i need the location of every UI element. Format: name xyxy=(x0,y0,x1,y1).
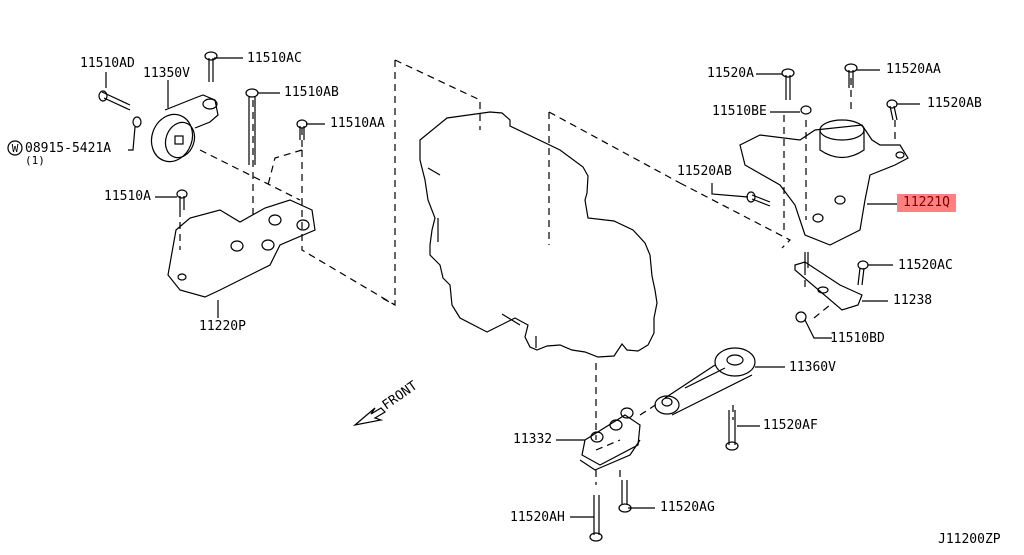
part-label-11520AA[interactable]: 11520AA xyxy=(886,62,941,77)
washer-icon xyxy=(132,116,142,128)
bolt-11520AF-icon xyxy=(728,410,736,445)
part-label-11510AD[interactable]: 11510AD xyxy=(80,56,135,71)
dashed-guide-lines xyxy=(179,59,896,485)
washer-symbol-letter: W xyxy=(12,142,19,155)
washer-symbol-icon xyxy=(7,140,23,156)
part-label-11238[interactable]: 11238 xyxy=(893,293,933,308)
part-label-11332[interactable]: 11332 xyxy=(513,432,553,447)
part-label-11221Q-highlighted[interactable]: 11221Q xyxy=(897,194,956,212)
part-label-11510AC[interactable]: 11510AC xyxy=(247,51,302,66)
part-label-11360V[interactable]: 11360V xyxy=(789,360,836,375)
part-label-11520AB-top[interactable]: 11520AB xyxy=(927,96,982,111)
part-label-11520AG[interactable]: 11520AG xyxy=(660,500,715,515)
engine-mount-11220P xyxy=(167,199,316,298)
front-direction-label: FRONT xyxy=(380,378,421,413)
part-label-11510BD[interactable]: 11510BD xyxy=(830,331,885,346)
part-label-11520AC[interactable]: 11520AC xyxy=(898,258,953,273)
torque-rod-11360V xyxy=(654,347,756,416)
part-label-11510BE[interactable]: 11510BE xyxy=(712,104,767,119)
part-label-11510A[interactable]: 11510A xyxy=(104,189,151,204)
engine-mount-11221Q xyxy=(739,119,909,246)
bolt-11510AC-icon xyxy=(208,58,214,82)
part-label-11520A[interactable]: 11520A xyxy=(707,66,754,81)
bracket-11238 xyxy=(794,252,863,311)
bolt-11510A-icon xyxy=(179,196,185,210)
engine-block-outline xyxy=(419,111,658,358)
part-label-11510AA[interactable]: 11510AA xyxy=(330,116,385,131)
mount-bracket-11350V xyxy=(150,94,219,163)
leader-lines xyxy=(105,57,920,518)
bolt-11520A-icon xyxy=(785,75,791,100)
part-label-11220P[interactable]: 11220P xyxy=(199,319,246,334)
part-label-08915-5421A[interactable]: 08915-5421A xyxy=(25,141,112,156)
bolt-11520AH-icon xyxy=(593,495,600,535)
bolt-11510AB-icon xyxy=(248,96,256,165)
front-arrow-icon xyxy=(352,407,386,427)
engine-detail xyxy=(427,167,441,176)
diagram-id: J11200ZP xyxy=(938,532,1001,547)
part-label-11350V[interactable]: 11350V xyxy=(143,66,190,81)
part-label-11520AB-left[interactable]: 11520AB xyxy=(677,164,732,179)
part-label-11520AH[interactable]: 11520AH xyxy=(510,510,565,525)
bracket-11332 xyxy=(579,407,641,471)
part-label-11510AB[interactable]: 11510AB xyxy=(284,85,339,100)
nut-11510BD-icon xyxy=(795,311,807,323)
washer-quantity: (1) xyxy=(25,154,45,167)
part-label-11520AF[interactable]: 11520AF xyxy=(763,418,818,433)
nut-11510BE-icon xyxy=(800,105,812,115)
bolt-11510AA-icon xyxy=(299,126,305,140)
engine-detail xyxy=(501,313,521,326)
bolt-11520AG-icon xyxy=(621,480,628,505)
bolt-11520AA-icon xyxy=(848,70,854,88)
bolt-11510AD-icon xyxy=(101,91,131,111)
bolt-11520AC-icon xyxy=(857,267,865,286)
